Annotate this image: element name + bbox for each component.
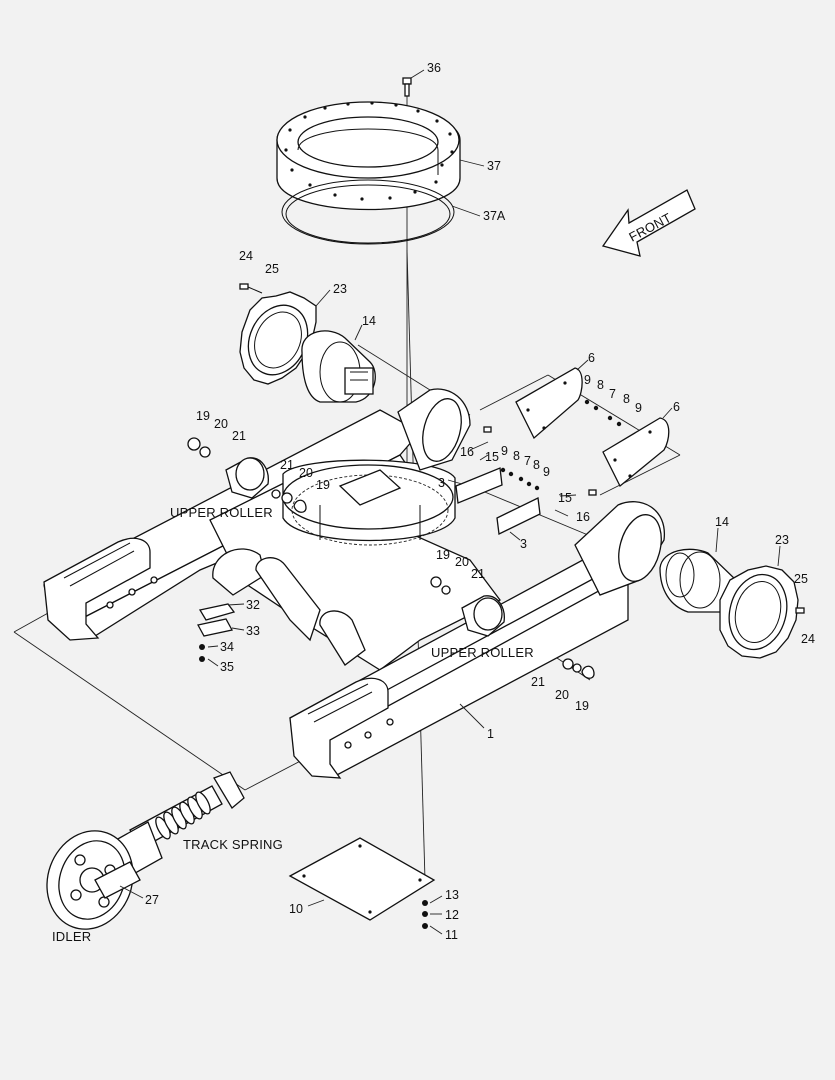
part-number: 37 — [487, 159, 501, 173]
cover-plate-upper — [515, 367, 583, 440]
part-number: 25 — [794, 572, 808, 586]
track-frame — [43, 388, 665, 779]
part-number: 20 — [299, 466, 313, 480]
part-number: 19 — [196, 409, 210, 423]
part-number: 9 — [635, 401, 642, 415]
part-number: 35 — [220, 660, 234, 674]
caption-idler: IDLER — [52, 929, 91, 944]
bearing-bolt — [402, 77, 412, 97]
part-number: 16 — [576, 510, 590, 524]
part-number: 15 — [485, 450, 499, 464]
part-number: 9 — [584, 373, 591, 387]
left-sprocket — [239, 291, 317, 385]
part-number: 7 — [524, 454, 531, 468]
part-number: 14 — [715, 515, 729, 529]
part-number: 8 — [513, 449, 520, 463]
part-number: 7 — [609, 387, 616, 401]
part-number: 20 — [214, 417, 228, 431]
frame-holes — [106, 576, 394, 749]
part-number: 9 — [543, 465, 550, 479]
part-number: 20 — [555, 688, 569, 702]
part-number: 27 — [145, 893, 159, 907]
part-number: 37A — [483, 209, 506, 223]
part-number: 3 — [438, 476, 445, 490]
part-number: 24 — [801, 632, 815, 646]
part-number: 36 — [427, 61, 441, 75]
left-travel-motor — [301, 330, 376, 403]
cover-plate-lower — [602, 417, 670, 488]
part-number: 19 — [575, 699, 589, 713]
part-number: 32 — [246, 598, 260, 612]
part-number: 9 — [501, 444, 508, 458]
callout-leaders — [119, 69, 781, 935]
part-number: 10 — [289, 902, 303, 916]
caption-track-spring: TRACK SPRING — [183, 837, 283, 852]
part-number: 12 — [445, 908, 459, 922]
track-guide-parts — [197, 603, 236, 662]
part-number: 16 — [460, 445, 474, 459]
part-number: 1 — [487, 727, 494, 741]
upper-roller-left — [187, 437, 307, 513]
part-number: 23 — [333, 282, 347, 296]
front-direction-arrow: FRONT — [601, 189, 696, 257]
bottom-cover-plate — [288, 837, 436, 929]
part-number: 8 — [533, 458, 540, 472]
part-number: 21 — [471, 567, 485, 581]
spring-coils — [155, 791, 211, 840]
part-number: 6 — [673, 400, 680, 414]
part-number: 19 — [436, 548, 450, 562]
part-number: 11 — [445, 928, 458, 942]
part-number: 34 — [220, 640, 234, 654]
part-number: 23 — [775, 533, 789, 547]
part-number-labels: 36 37 37A 24 25 23 14 6 9 8 7 8 9 6 19 2… — [145, 61, 815, 942]
small-plates — [455, 467, 541, 535]
part-number: 6 — [588, 351, 595, 365]
bearing-bolt-holes — [284, 101, 454, 201]
part-number: 13 — [445, 888, 459, 902]
part-number: 8 — [623, 392, 630, 406]
part-number: 19 — [316, 478, 330, 492]
part-number: 15 — [558, 491, 572, 505]
left-sprocket-bolt — [239, 283, 263, 294]
right-sprocket — [719, 565, 805, 659]
part-number: 8 — [597, 378, 604, 392]
upper-roller-right — [430, 576, 595, 679]
part-number: 25 — [265, 262, 279, 276]
part-number: 3 — [520, 537, 527, 551]
small-bolts-and-washers — [483, 399, 622, 496]
captions: UPPER ROLLER UPPER ROLLER TRACK SPRING I… — [52, 505, 534, 944]
idler-wheel — [46, 830, 141, 930]
part-number: 14 — [362, 314, 376, 328]
caption-upper-roller-right: UPPER ROLLER — [431, 645, 534, 660]
part-number: 21 — [280, 458, 294, 472]
part-number: 24 — [239, 249, 253, 263]
caption-upper-roller-left: UPPER ROLLER — [170, 505, 273, 520]
part-number: 33 — [246, 624, 260, 638]
part-number: 21 — [531, 675, 545, 689]
part-number: 21 — [232, 429, 246, 443]
swing-bearing — [276, 77, 461, 245]
track-spring-assembly — [115, 771, 245, 877]
part-number: 20 — [455, 555, 469, 569]
